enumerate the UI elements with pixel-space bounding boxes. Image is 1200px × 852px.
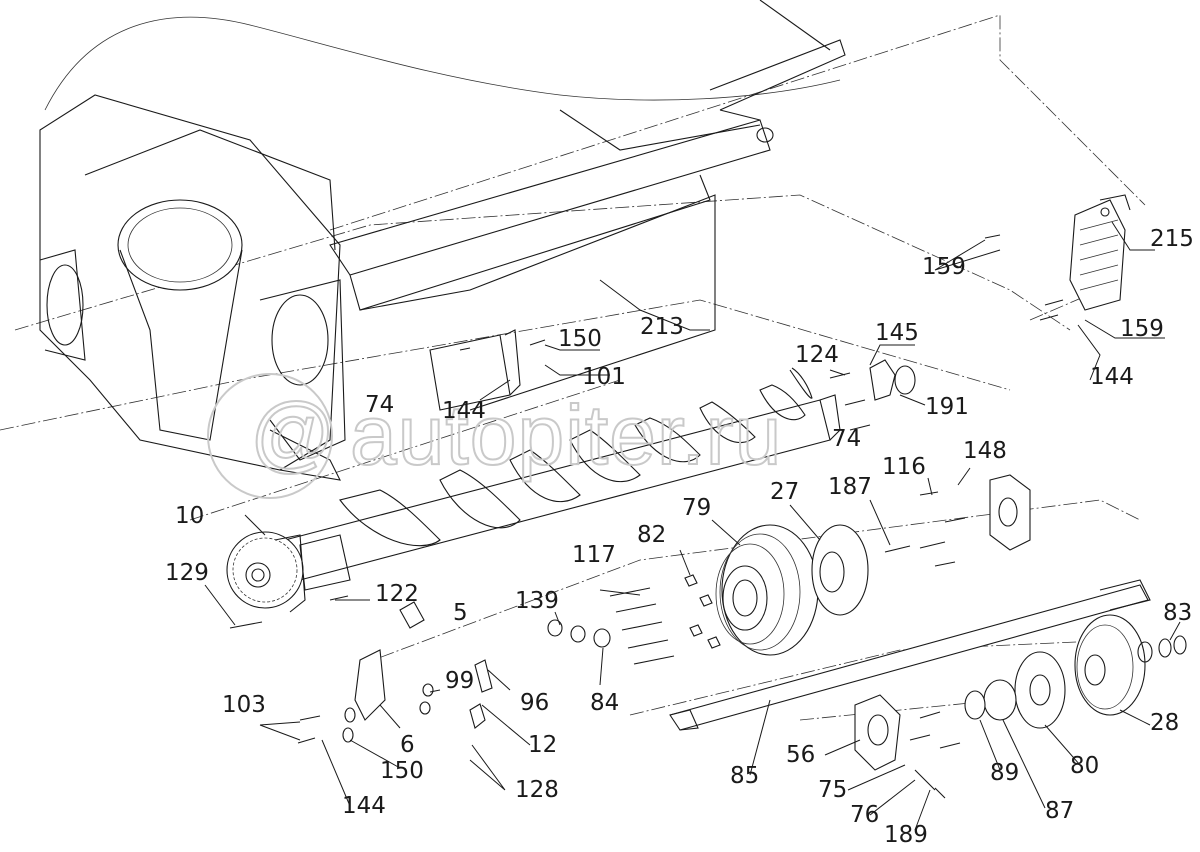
hardware xyxy=(229,234,1064,799)
label-159-lower: 159 xyxy=(1120,316,1164,342)
label-101: 101 xyxy=(582,364,626,390)
label-87: 87 xyxy=(1045,798,1074,824)
header-frame xyxy=(39,0,846,481)
label-82: 82 xyxy=(637,522,666,548)
part-labels: 213 215 159 159 144 150 101 144 145 124 … xyxy=(165,226,1194,848)
label-145: 145 xyxy=(875,320,919,346)
sprocket xyxy=(226,531,306,613)
label-144-upper: 144 xyxy=(442,398,486,424)
label-99: 99 xyxy=(445,668,474,694)
pulleys-rear xyxy=(964,614,1187,729)
label-96: 96 xyxy=(520,690,549,716)
label-84: 84 xyxy=(590,690,619,716)
label-83: 83 xyxy=(1163,600,1192,626)
label-76: 76 xyxy=(850,802,879,828)
label-215: 215 xyxy=(1150,226,1194,252)
label-6: 6 xyxy=(400,732,415,758)
label-89: 89 xyxy=(990,760,1019,786)
label-144-lower: 144 xyxy=(342,793,386,819)
label-189: 189 xyxy=(884,822,928,848)
watermark-text: autopiter.ru xyxy=(350,388,782,482)
label-159-upper: 159 xyxy=(922,254,966,280)
svg-text:@: @ xyxy=(250,386,336,480)
label-129: 129 xyxy=(165,560,209,586)
label-27: 27 xyxy=(770,479,799,505)
label-79: 79 xyxy=(682,495,711,521)
label-128: 128 xyxy=(515,777,559,803)
label-139: 139 xyxy=(515,588,559,614)
label-213: 213 xyxy=(640,314,684,340)
label-116: 116 xyxy=(882,454,926,480)
label-150-lower: 150 xyxy=(380,758,424,784)
label-191: 191 xyxy=(925,394,969,420)
label-148: 148 xyxy=(963,438,1007,464)
label-75: 75 xyxy=(818,777,847,803)
label-74-left: 74 xyxy=(365,392,394,418)
label-122: 122 xyxy=(375,581,419,607)
label-80: 80 xyxy=(1070,753,1099,779)
label-56: 56 xyxy=(786,742,815,768)
label-103: 103 xyxy=(222,692,266,718)
watermark: @ autopiter.ru xyxy=(207,373,782,499)
pulley-79 xyxy=(715,524,819,656)
bearing-housings xyxy=(854,359,1031,771)
label-74-right: 74 xyxy=(832,426,861,452)
label-144-valve: 144 xyxy=(1090,364,1134,390)
label-12: 12 xyxy=(528,732,557,758)
label-5: 5 xyxy=(453,600,468,626)
label-150-upper: 150 xyxy=(558,326,602,352)
leader-lines xyxy=(204,221,1181,831)
label-85: 85 xyxy=(730,763,759,789)
label-117: 117 xyxy=(572,542,616,568)
shaft-85 xyxy=(669,579,1151,731)
valve-block xyxy=(1069,194,1131,311)
label-124: 124 xyxy=(795,342,839,368)
assembly-reference-lines xyxy=(0,14,1146,721)
label-10: 10 xyxy=(175,503,204,529)
flange-27 xyxy=(811,524,869,616)
label-187: 187 xyxy=(828,474,872,500)
label-28: 28 xyxy=(1150,710,1179,736)
